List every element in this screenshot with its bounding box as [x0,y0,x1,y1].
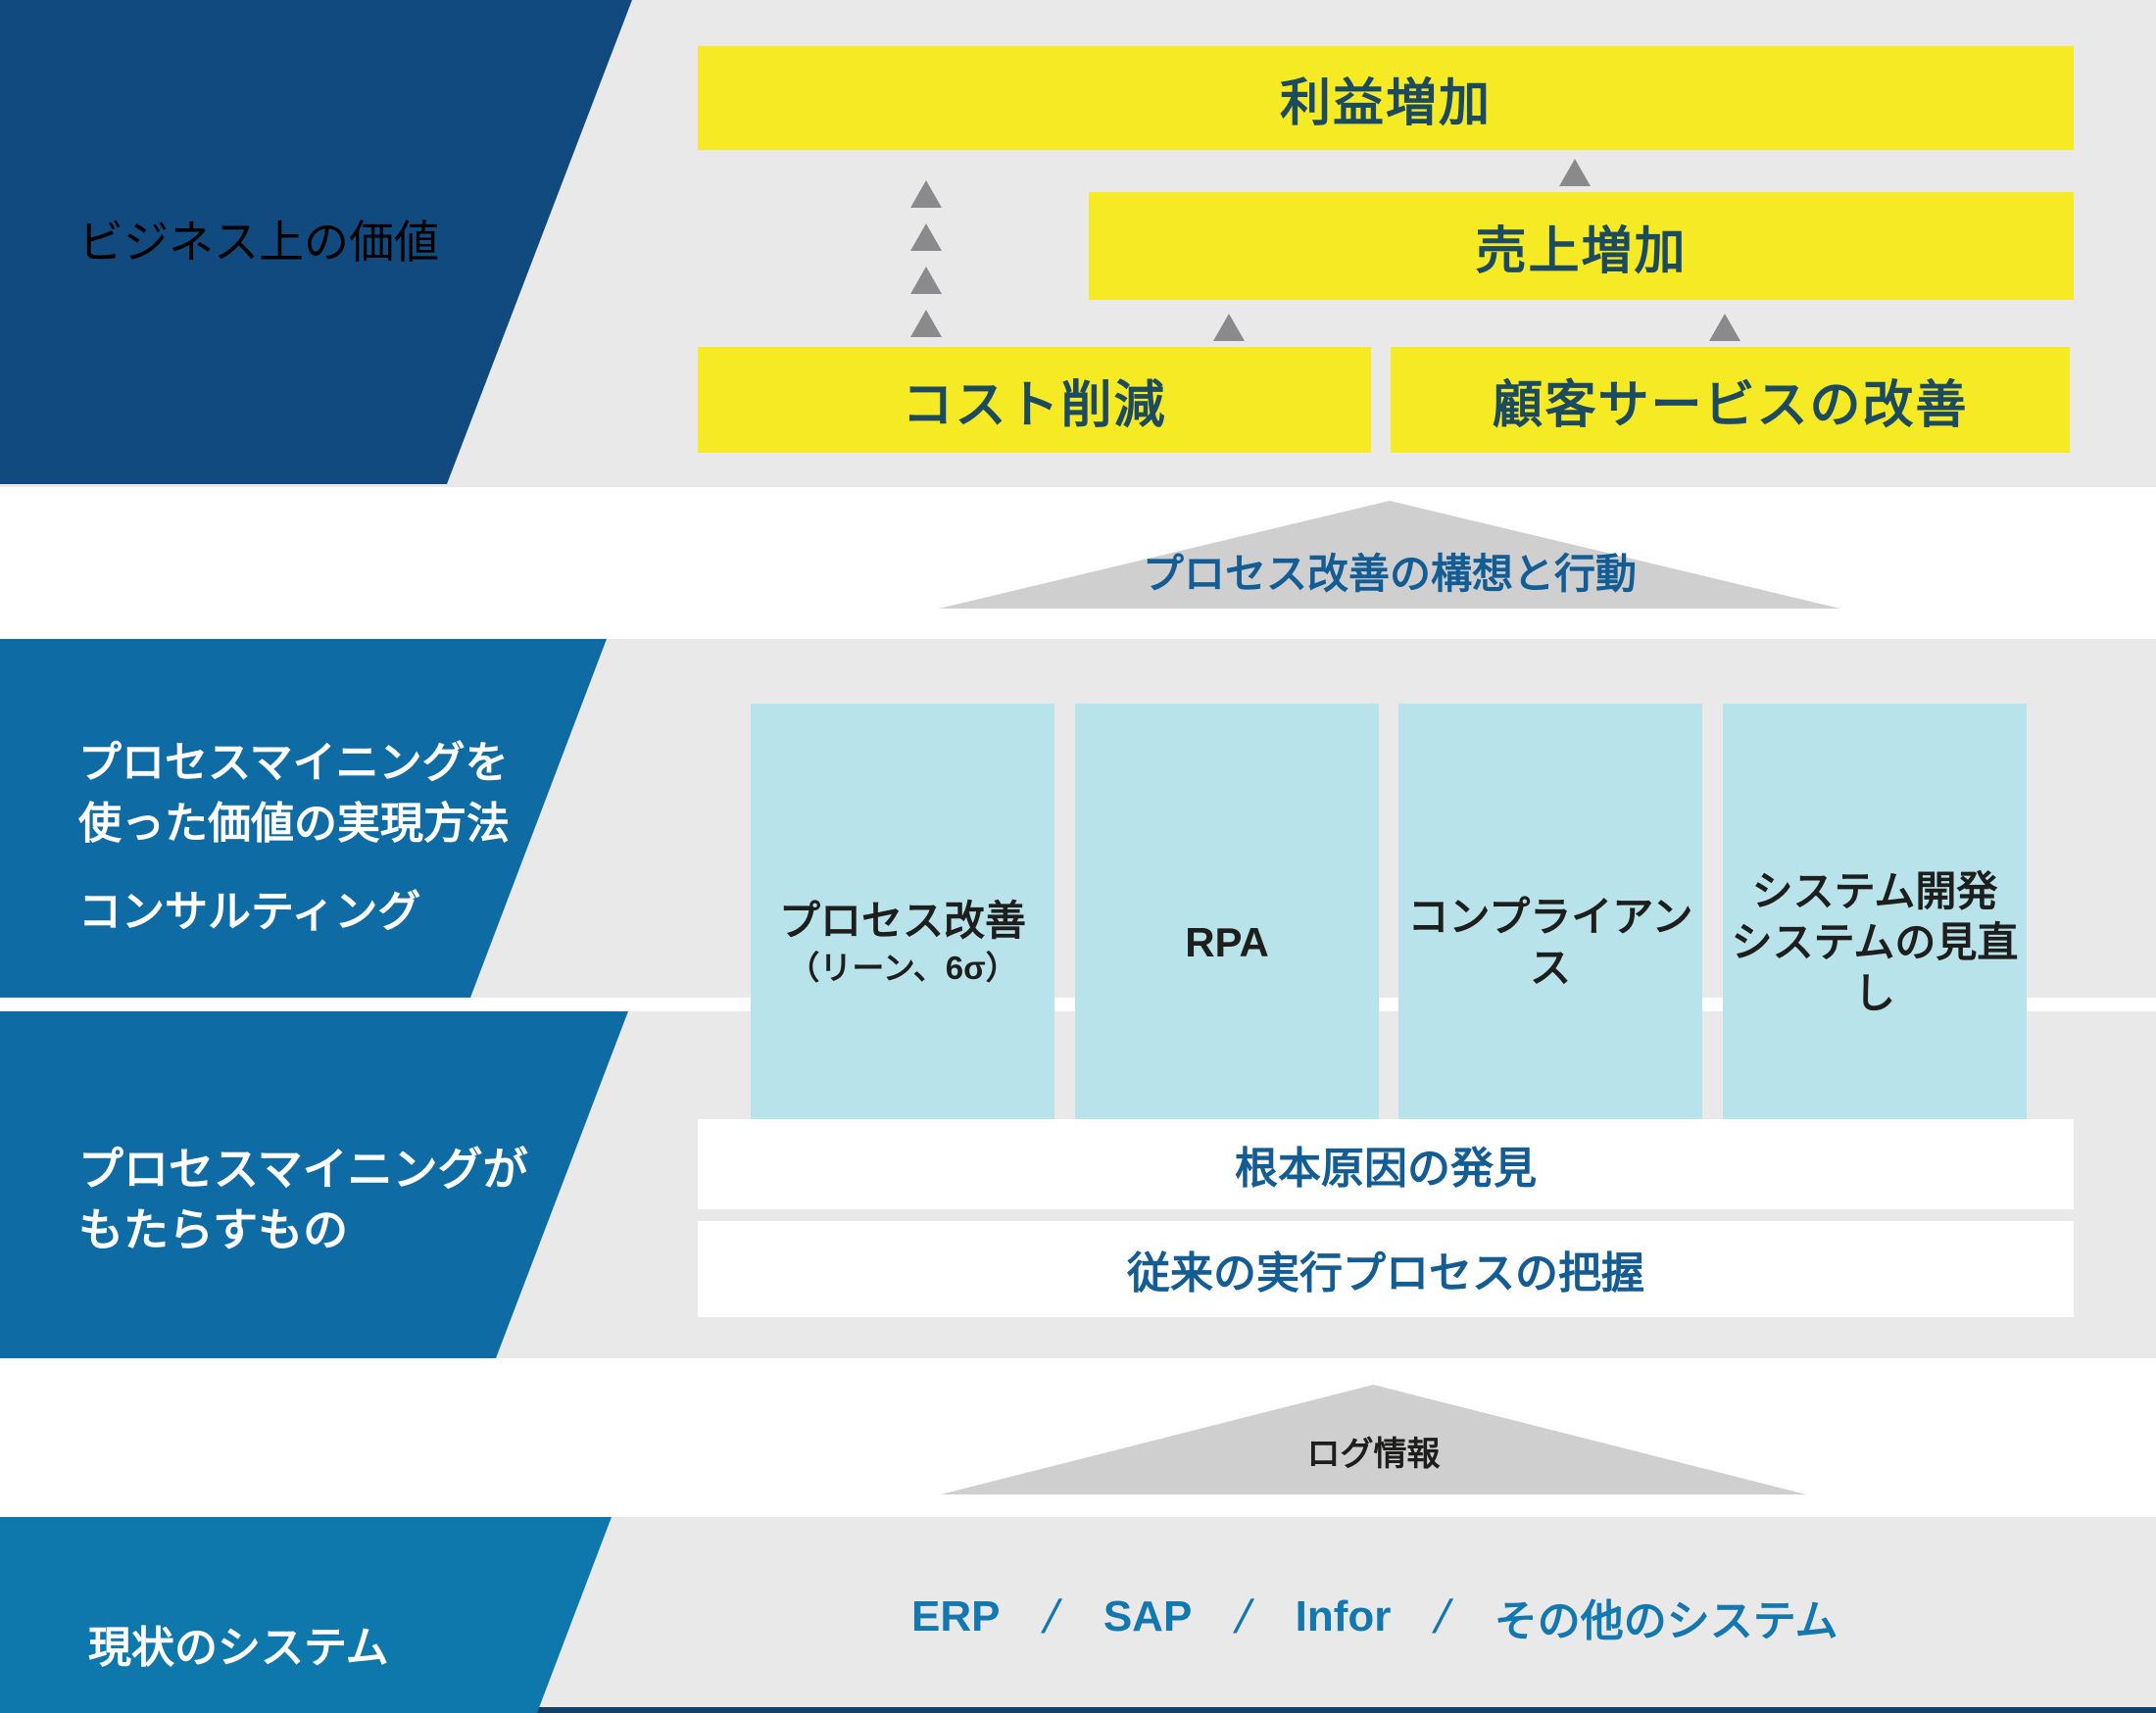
banner-methods-line2: 使った価値の実現方法 [78,800,510,848]
up-arrow-icon [910,180,942,208]
system-item-infor: Infor [1295,1592,1392,1640]
banner-outcomes-line1: プロセスマイニングが [78,1144,528,1195]
bottom-accent-strip [0,1707,2156,1713]
funnel-bottom-label: ログ情報 [1306,1436,1441,1473]
up-arrow-icon [1213,314,1245,341]
banner-business-value-label: ビジネス上の価値 [78,217,439,268]
banner-outcomes-label: プロセスマイニングが もたらすもの [78,1139,528,1260]
funnel-top-label: プロセス改善の構想と行動 [1142,551,1637,597]
up-arrow-icon [910,223,942,251]
up-arrow-icon [1709,314,1740,341]
value-box-profit-increase: 利益増加 [698,46,2074,150]
banner-methods-label: プロセスマイニングを 使った価値の実現方法 コンサルティング [78,733,510,943]
system-item-other: その他のシステム [1494,1597,1838,1645]
banner-methods-line3: コンサルティング [78,888,421,936]
method-box-label: RPA [1185,919,1269,965]
method-box-system-development: システム開発 システムの見直し [1723,704,2027,1127]
systems-list: ERP / SAP / Infor / その他のシステム [911,1590,1838,1646]
value-box-revenue-increase: 売上増加 [1089,192,2074,300]
banner-outcomes-line2: もたらすもの [78,1204,349,1255]
method-box-line1: システム開発 [1751,868,1998,914]
slash-separator: / [1230,1591,1257,1643]
system-item-sap: SAP [1102,1592,1193,1640]
outcome-bar-root-cause: 根本原因の発見 [698,1119,2074,1209]
method-box-line2: （リーン、6σ） [787,950,1018,986]
method-box-rpa: RPA [1075,704,1379,1127]
value-box-customer-service: 顧客サービスの改善 [1391,347,2070,453]
method-box-compliance: コンプライアンス [1398,704,1702,1127]
up-arrow-icon [910,310,942,337]
banner-current-systems [0,1517,612,1713]
outcome-bar-process-understanding: 従来の実行プロセスの把握 [698,1221,2074,1317]
banner-current-systems-label: 現状のシステム [88,1624,389,1672]
up-arrow-icon [1559,159,1591,186]
method-box-line2: システムの見直し [1731,919,2019,1016]
method-box-line1: プロセス改善 [778,898,1026,944]
value-box-cost-reduction: コスト削減 [698,347,1371,453]
method-box-label: コンプライアンス [1407,894,1693,991]
system-item-erp: ERP [911,1592,1001,1640]
slash-separator: / [1429,1591,1456,1643]
up-arrow-icon [910,267,942,294]
method-box-process-improvement: プロセス改善 （リーン、6σ） [751,704,1054,1127]
slash-separator: / [1038,1591,1065,1643]
banner-methods-line1: プロセスマイニングを [78,739,509,787]
